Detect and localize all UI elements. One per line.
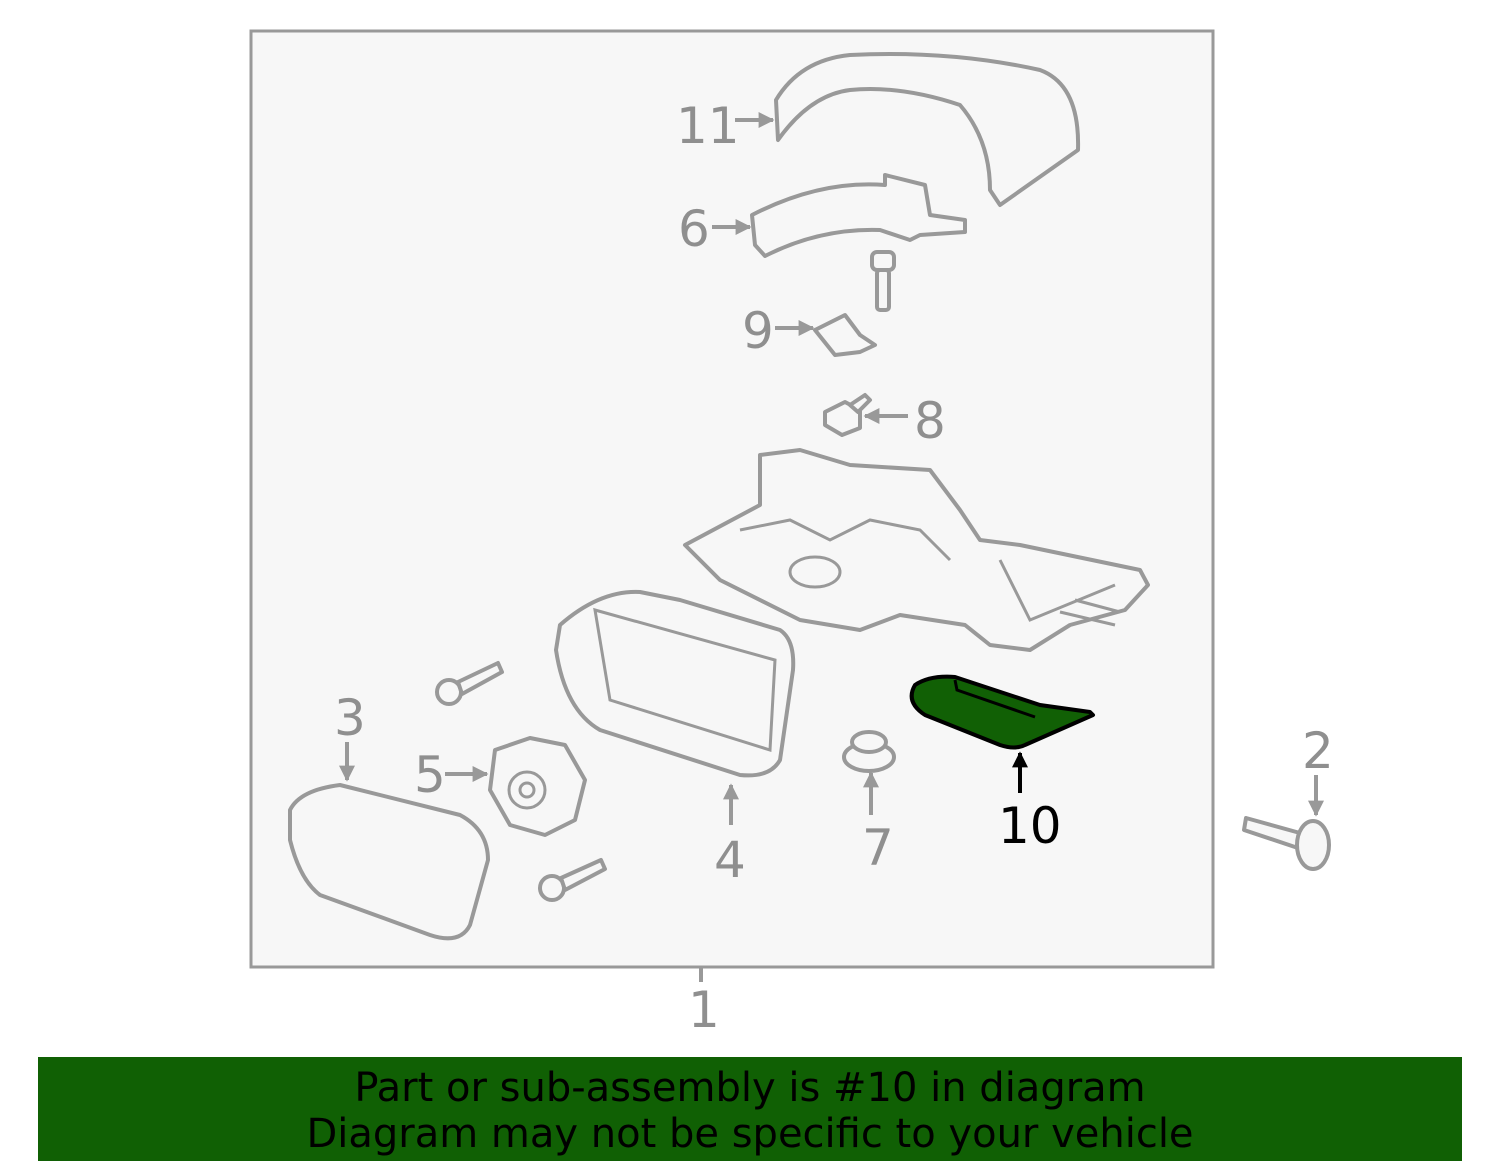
bolt[interactable] [435, 661, 504, 706]
callout-5: 5 [414, 746, 446, 804]
callout-8: 8 [914, 392, 946, 450]
info-banner: Part or sub-assembly is #10 in diagram D… [38, 1057, 1462, 1161]
screw[interactable] [870, 250, 896, 312]
callout-9: 9 [742, 302, 774, 360]
part-4-glass-bezel[interactable] [554, 589, 796, 778]
callout-4: 4 [714, 831, 746, 889]
part-2-bolt[interactable] [1242, 816, 1331, 871]
part-9-clip[interactable] [813, 313, 877, 357]
callout-1: 1 [688, 981, 720, 1039]
part-10-highlighted[interactable] [909, 674, 1095, 750]
callout-11: 11 [676, 97, 740, 155]
banner-line-1: Part or sub-assembly is #10 in diagram [354, 1065, 1146, 1111]
callout-2: 2 [1302, 722, 1334, 780]
part-5-motor[interactable] [488, 736, 587, 837]
part-6-trim[interactable] [750, 173, 967, 258]
callout-7: 7 [862, 819, 894, 877]
callout-10: 10 [998, 797, 1062, 855]
part-11-mirror-cap[interactable] [774, 52, 1081, 207]
part-7-grommet[interactable] [842, 730, 896, 773]
part-8-plug[interactable] [823, 393, 872, 437]
callout-6: 6 [678, 200, 710, 258]
bolt[interactable] [538, 858, 607, 902]
banner-line-2: Diagram may not be specific to your vehi… [306, 1111, 1194, 1157]
callout-3: 3 [334, 689, 366, 747]
mirror-housing-base[interactable] [683, 448, 1150, 652]
part-3-mirror-glass[interactable] [288, 783, 490, 941]
